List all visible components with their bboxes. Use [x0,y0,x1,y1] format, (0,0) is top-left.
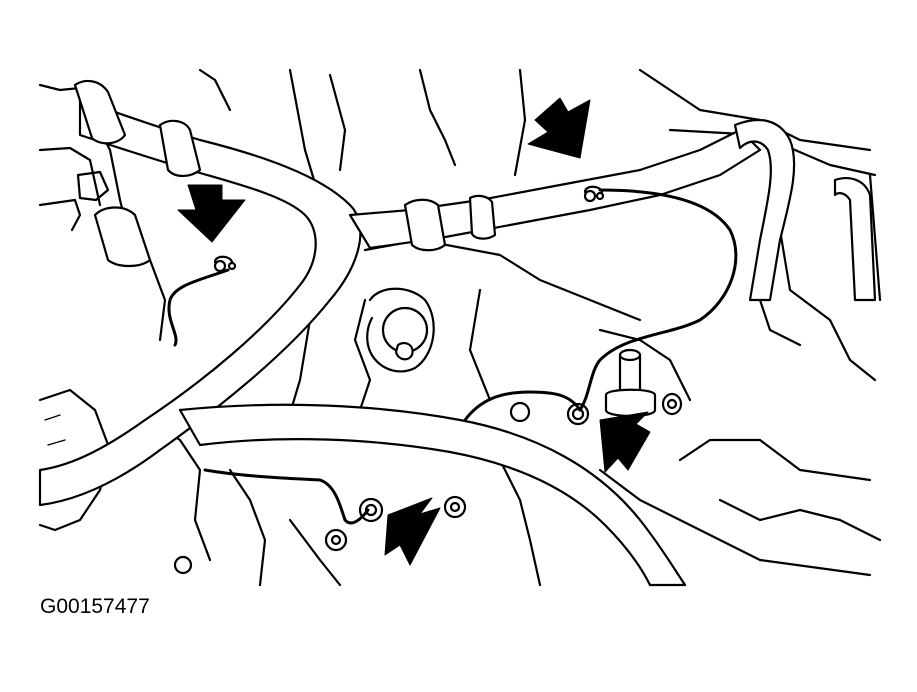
ground-bolt-right [566,402,590,426]
figure-id-label: G00157477 [40,595,150,618]
arrow-bottom [384,497,441,566]
ground-bolt-lower [358,497,384,523]
hoses [38,79,877,587]
hose-clamps [213,185,605,273]
callout-arrows [177,97,651,566]
engine-background-outlines [38,68,882,587]
arrow-right [599,411,651,473]
arrow-top [527,97,591,159]
center-connector [366,287,435,373]
wire-harness [167,188,738,525]
sensor-post [604,348,683,418]
arrow-left [177,184,246,243]
